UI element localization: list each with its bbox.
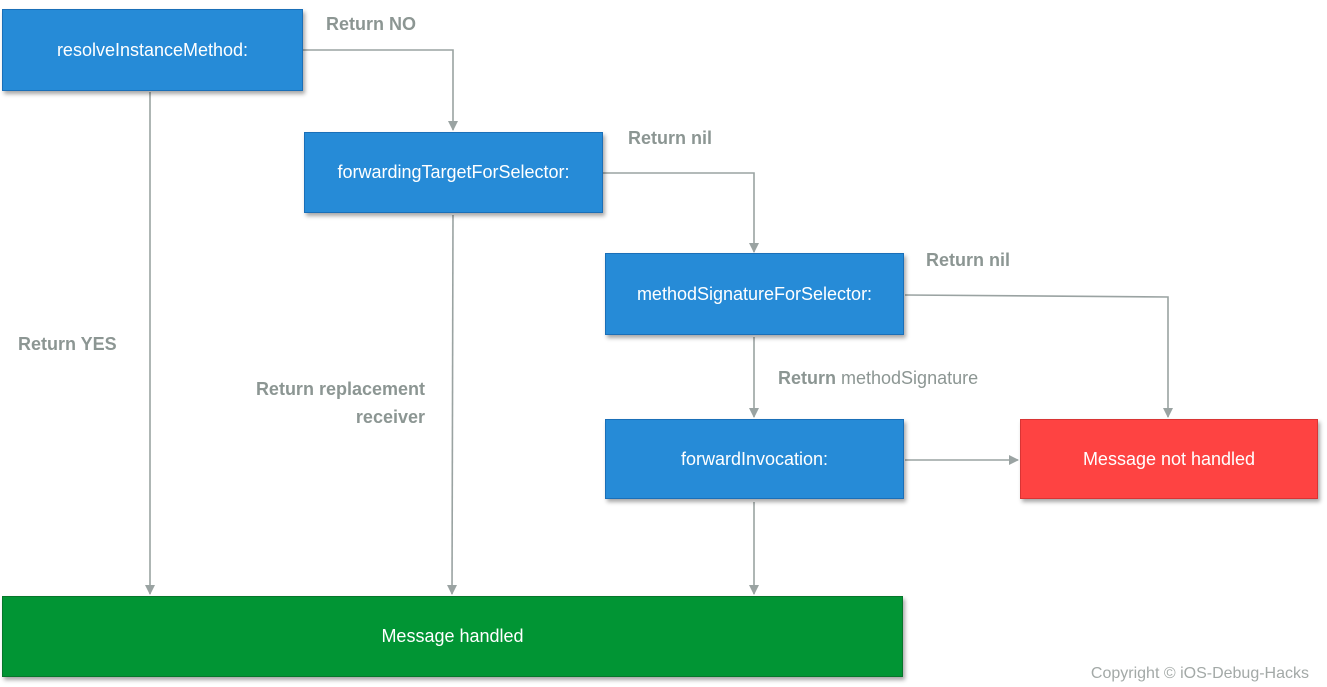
label-return-nil-signature: Return nil <box>926 250 1010 270</box>
edge-signature-to-not-handled <box>904 294 1173 418</box>
label-return-method-signature-bold: Return <box>778 368 836 388</box>
node-forward-invocation: forwardInvocation: <box>605 419 904 499</box>
label-return-replacement: Return replacement receiver <box>225 375 425 431</box>
label-return-replacement-line2: receiver <box>355 407 425 427</box>
label-return-method-signature: Return methodSignature <box>778 364 978 392</box>
node-method-signature: methodSignatureForSelector: <box>605 253 904 335</box>
node-message-not-handled: Message not handled <box>1020 419 1318 499</box>
edge-forwarding-to-signature <box>603 172 759 253</box>
label-return-method-signature-rest: methodSignature <box>841 368 979 388</box>
node-resolve-instance-method: resolveInstanceMethod: <box>2 9 303 91</box>
copyright-text: Copyright © iOS-Debug-Hacks <box>1090 665 1309 682</box>
edge-forwarding-to-handled <box>447 214 458 595</box>
edge-resolve-to-forwarding <box>303 49 458 131</box>
label-return-yes: Return YES <box>18 334 117 354</box>
node-message-handled: Message handled <box>2 596 903 677</box>
label-return-nil-forwarding: Return nil <box>628 128 712 148</box>
node-forwarding-target: forwardingTargetForSelector: <box>304 132 603 213</box>
label-return-no: Return NO <box>326 14 416 34</box>
label-return-replacement-line1: Return replacement <box>255 379 425 399</box>
